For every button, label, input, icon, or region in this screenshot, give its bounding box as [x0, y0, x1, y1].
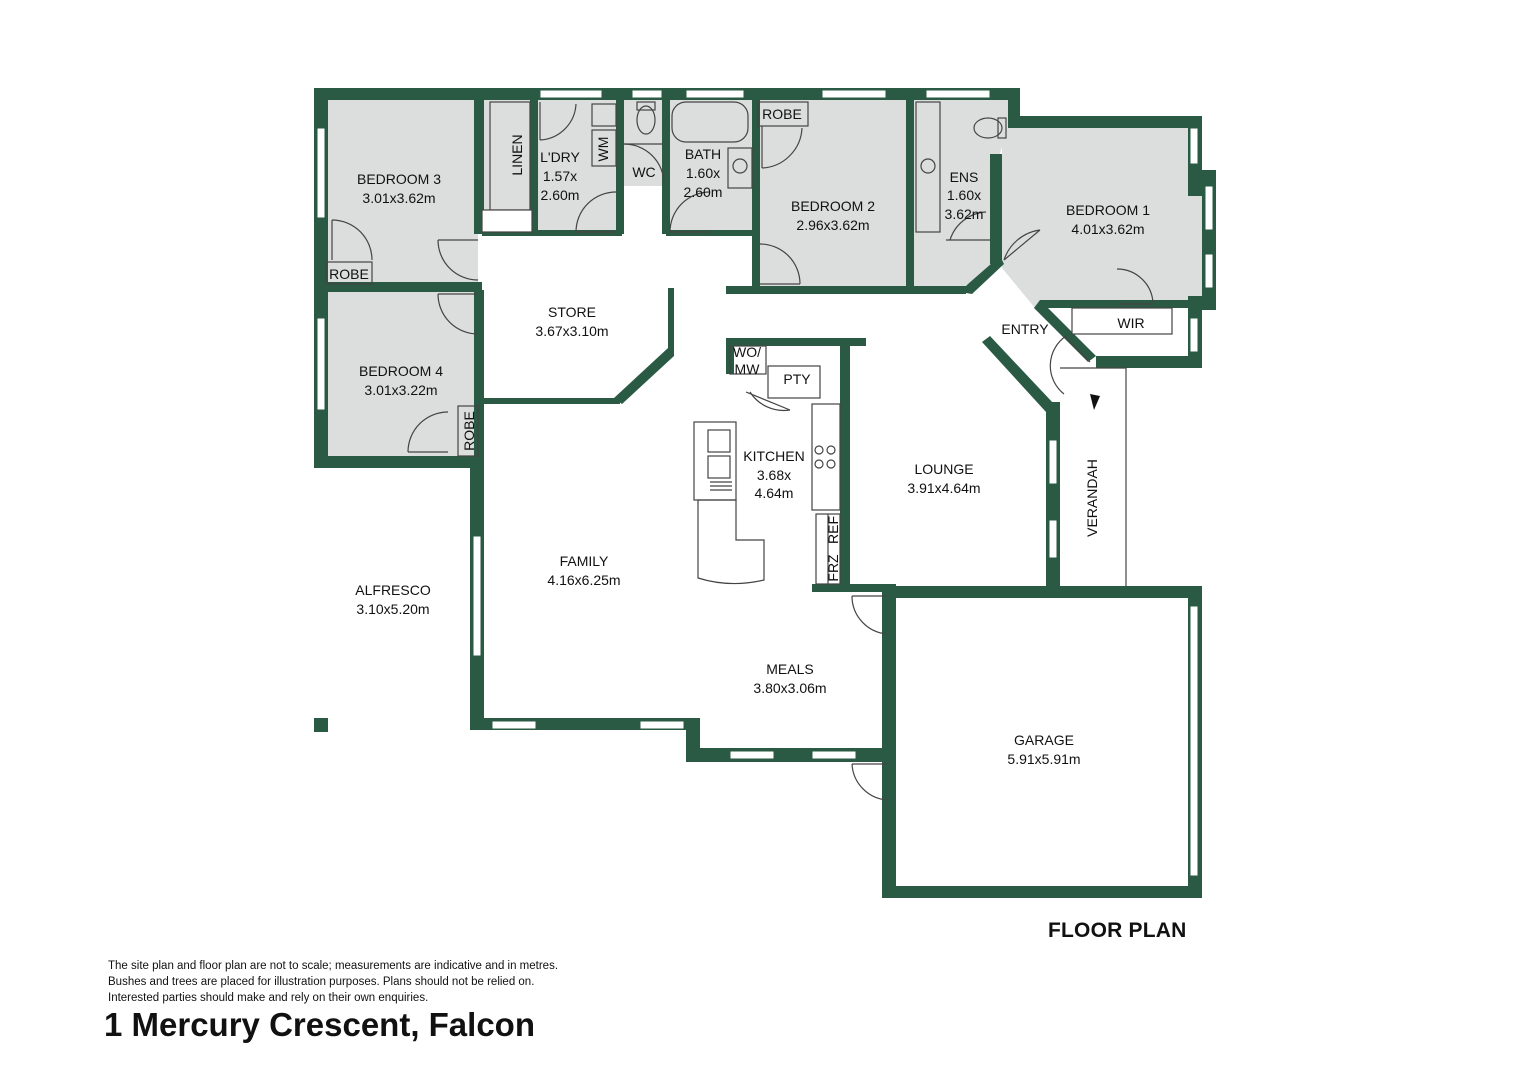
bedroom1-dim: 4.01x3.62m	[1071, 221, 1144, 237]
garage-dim: 5.91x5.91m	[1007, 751, 1080, 767]
store-name: STORE	[548, 304, 596, 320]
entry-label: ENTRY	[1001, 321, 1049, 337]
disclaimer-line: Interested parties should make and rely …	[108, 992, 429, 1004]
verandah-label: VERANDAH	[1084, 459, 1100, 537]
entry-arrow-icon	[1090, 394, 1100, 410]
family-name: FAMILY	[560, 553, 609, 569]
bath-name: BATH	[685, 146, 721, 162]
labels: BEDROOM 3 3.01x3.62m BEDROOM 4 3.01x3.22…	[329, 106, 1150, 767]
bedroom1-name: BEDROOM 1	[1066, 202, 1150, 218]
property-address: 1 Mercury Crescent, Falcon	[104, 1006, 535, 1043]
frz-label: FRZ	[825, 554, 841, 582]
bedroom3-name: BEDROOM 3	[357, 171, 441, 187]
bath-dim1: 1.60x	[686, 165, 720, 181]
lounge-dim: 3.91x4.64m	[907, 480, 980, 496]
bath-dim2: 2.60m	[684, 184, 723, 200]
kitchen-dim1: 3.68x	[757, 467, 791, 483]
wc-label: WC	[632, 164, 655, 180]
ensuite-dim1: 1.60x	[947, 187, 981, 203]
bedroom3-fill	[322, 98, 478, 290]
meals-name: MEALS	[766, 661, 813, 677]
meals-dim: 3.80x3.06m	[753, 680, 826, 696]
disclaimer-line: The site plan and floor plan are not to …	[108, 960, 559, 972]
lounge-name: LOUNGE	[914, 461, 973, 477]
bedroom2-name: BEDROOM 2	[791, 198, 875, 214]
kitchen-dim2: 4.64m	[755, 485, 794, 501]
robe-label-bed2: ROBE	[762, 106, 802, 122]
bedroom3-dim: 3.01x3.62m	[362, 190, 435, 206]
pty-label: PTY	[783, 371, 811, 387]
bedroom4-name: BEDROOM 4	[359, 363, 443, 379]
robe-label-bed3: ROBE	[329, 266, 369, 282]
kitchen-name: KITCHEN	[743, 448, 804, 464]
laundry-dim1: 1.57x	[543, 168, 577, 184]
bedroom4-dim: 3.01x3.22m	[364, 382, 437, 398]
bedroom2-fill	[758, 98, 910, 288]
robe-label-bed4: ROBE	[461, 411, 477, 451]
room-fills	[322, 98, 1210, 460]
disclaimer-line: Bushes and trees are placed for illustra…	[108, 976, 535, 988]
ensuite-dim2: 3.62m	[945, 206, 984, 222]
windows	[316, 89, 1214, 877]
garage-name: GARAGE	[1014, 732, 1074, 748]
wir-label: WIR	[1117, 315, 1144, 331]
mw-label: MW	[735, 361, 761, 377]
bedroom4-fill	[322, 290, 478, 460]
bedroom1-fill	[1002, 128, 1210, 308]
family-dim: 4.16x6.25m	[547, 572, 620, 588]
alfresco-name: ALFRESCO	[355, 582, 431, 598]
wo-label: WO/	[733, 344, 761, 360]
bath-fill	[668, 98, 754, 234]
laundry-dim2: 2.60m	[541, 187, 580, 203]
linen-label: LINEN	[509, 134, 525, 175]
ref-label: REF	[825, 516, 841, 544]
wc-fill	[622, 98, 666, 186]
store-dim: 3.67x3.10m	[535, 323, 608, 339]
alfresco-dim: 3.10x5.20m	[356, 601, 429, 617]
wm-label: WM	[595, 137, 611, 162]
fixtures	[325, 101, 1173, 801]
bedroom2-dim: 2.96x3.62m	[796, 217, 869, 233]
ensuite-name: ENS	[950, 169, 979, 185]
disclaimer: The site plan and floor plan are not to …	[108, 958, 668, 1006]
plan-title: FLOOR PLAN	[1048, 919, 1187, 942]
laundry-name: L'DRY	[540, 149, 580, 165]
